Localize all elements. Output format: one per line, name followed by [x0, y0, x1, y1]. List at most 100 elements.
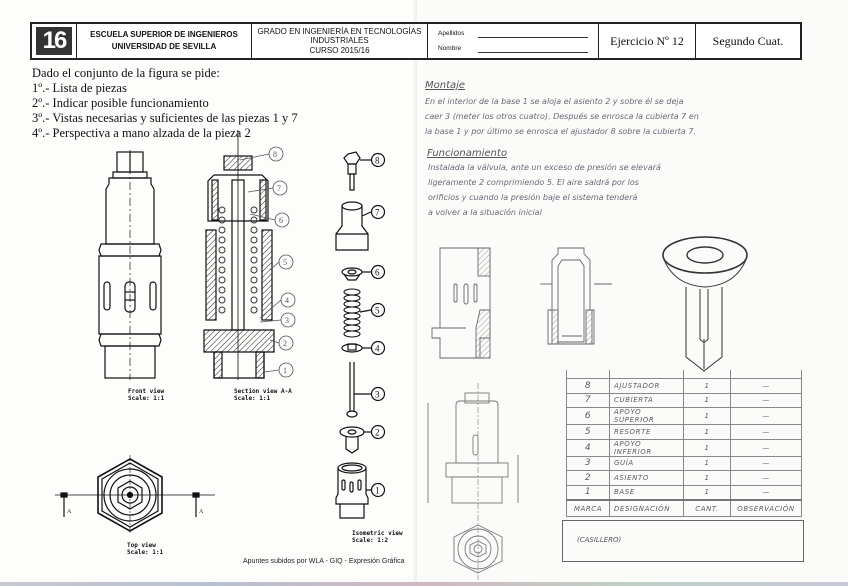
casillero-box: (CASILLERO)	[562, 520, 804, 562]
course-year: CURSO 2015/16	[309, 45, 370, 55]
callout-8: 8	[273, 150, 277, 159]
svg-text:3: 3	[375, 390, 380, 400]
caption-scale: Scale: 1:2	[352, 537, 389, 544]
caption-title: Front view	[128, 388, 165, 395]
funcionamiento-line: ligeramente 2 comprimiendo 5. El aire sa…	[428, 178, 639, 187]
marca-cell: 3	[566, 455, 610, 471]
obs-cell: —	[730, 438, 802, 457]
designacion-cell: APOYO INFERIOR	[609, 438, 684, 457]
designacion-cell: APOYO SUPERIOR	[609, 407, 684, 425]
marca-cell: 8	[566, 378, 610, 394]
page-fold	[414, 0, 417, 586]
svg-text:7: 7	[375, 208, 380, 218]
degree-cell: GRADO EN INGENIERÍA EN TECNOLOGÍAS INDUS…	[252, 24, 428, 58]
svg-text:6: 6	[279, 216, 283, 225]
svg-text:6: 6	[375, 268, 380, 278]
designacion-cell: CUBIERTA	[609, 392, 684, 408]
montaje-text: En el interior de la base 1 se aloja el …	[425, 94, 699, 139]
marca-cell: 5	[566, 424, 610, 440]
school-name: ESCUELA SUPERIOR DE INGENIEROS	[90, 30, 238, 39]
header-marca: MARCA	[566, 499, 610, 517]
instructions-intro: Dado el conjunto de la figura se pide:	[32, 66, 220, 80]
cant-cell: 1	[683, 438, 731, 457]
obs-cell: —	[730, 407, 802, 425]
nombre-field[interactable]	[478, 45, 588, 53]
funcionamiento-line: a volver a la situación inicial	[428, 208, 542, 217]
logo-cell: 16	[32, 24, 77, 58]
caption-scale: Scale: 1:1	[127, 549, 164, 556]
header-cant: CANT.	[683, 499, 731, 517]
svg-text:8: 8	[375, 156, 380, 166]
title-block: 16 ESCUELA SUPERIOR DE INGENIEROS UNIVER…	[30, 22, 802, 60]
montaje-line: la base 1 y por último se enrosca el aju…	[425, 127, 696, 136]
section-view-caption: Section view A-A Scale: 1:1	[234, 388, 292, 402]
caption-title: Isometric view	[352, 530, 403, 537]
obs-cell: —	[730, 424, 802, 440]
isometric-exploded-drawing: 8 7 6 5 4 3 2 1	[335, 151, 386, 519]
cant-cell: 1	[683, 407, 731, 425]
header-designacion: DESIGNACIÓN	[609, 499, 684, 517]
marca-cell: 2	[566, 470, 610, 486]
sketch-part-1-section	[431, 247, 491, 359]
section-view-drawing	[203, 130, 275, 380]
sketch-part-2-perspective	[662, 236, 748, 372]
cant-cell: 1	[683, 470, 731, 486]
funcionamiento-heading: Funcionamiento	[427, 148, 507, 159]
svg-text:4: 4	[285, 296, 289, 305]
cant-cell: 1	[683, 378, 731, 394]
obs-cell: —	[730, 470, 802, 486]
caption-scale: Scale: 1:1	[128, 395, 165, 402]
sketch-part-7-views	[427, 383, 519, 580]
montaje-line: caer 3 (meter los otros cuatro). Después…	[425, 112, 699, 121]
header-observacion: OBSERVACIÓN	[730, 499, 802, 517]
caption-title: Section view A-A	[234, 388, 292, 395]
funcionamiento-text: Instalada la válvula, ante un exceso de …	[428, 160, 661, 220]
caption-scale: Scale: 1:1	[234, 395, 271, 402]
apellidos-label: Apellidos	[438, 30, 465, 37]
apellidos-field[interactable]	[478, 30, 588, 38]
semester-label: Segundo Cuat.	[712, 33, 784, 48]
sketch-part-7-section	[540, 247, 612, 345]
degree-line-2: INDUSTRIALES	[310, 36, 369, 46]
marca-cell: 4	[566, 438, 610, 457]
svg-text:1: 1	[375, 486, 380, 496]
top-view-caption: Top view Scale: 1:1	[127, 542, 163, 556]
student-name-cell: Apellidos Nombre	[428, 24, 599, 58]
university-name: UNIVERSIDAD DE SEVILLA	[111, 42, 217, 51]
school-logo: 16	[36, 27, 72, 55]
svg-text:5: 5	[283, 258, 287, 267]
casillero-label: (CASILLERO)	[577, 536, 622, 544]
designacion-cell: AJUSTADOR	[609, 378, 684, 394]
cant-cell: 1	[683, 484, 731, 501]
instructions: Dado el conjunto de la figura se pide: 1…	[32, 66, 298, 141]
instruction-item: 3º.- Vistas necesarias y suficientes de …	[32, 111, 298, 125]
montaje-line: En el interior de la base 1 se aloja el …	[425, 97, 684, 106]
obs-cell: —	[730, 455, 802, 471]
instruction-item: 2º.- Indicar posible funcionamiento	[32, 96, 209, 110]
svg-text:2: 2	[283, 339, 287, 348]
caption-title: Top view	[127, 542, 156, 549]
funcionamiento-line: orificios y cuando la presión baje el si…	[428, 193, 638, 202]
marca-cell: 6	[566, 407, 610, 425]
svg-text:4: 4	[375, 344, 380, 354]
designacion-cell: RESORTE	[609, 424, 684, 440]
nombre-label: Nombre	[438, 45, 462, 52]
scan-edge	[0, 582, 848, 586]
svg-text:2: 2	[375, 428, 380, 438]
designacion-cell: BASE	[609, 484, 684, 501]
cant-cell: 1	[683, 455, 731, 471]
obs-cell: —	[730, 392, 802, 408]
obs-cell: —	[730, 378, 802, 394]
cant-cell: 1	[683, 392, 731, 408]
marca-cell: 1	[566, 484, 610, 501]
cant-cell: 1	[683, 424, 731, 440]
montaje-heading: Montaje	[425, 80, 466, 91]
svg-text:3: 3	[285, 316, 289, 325]
